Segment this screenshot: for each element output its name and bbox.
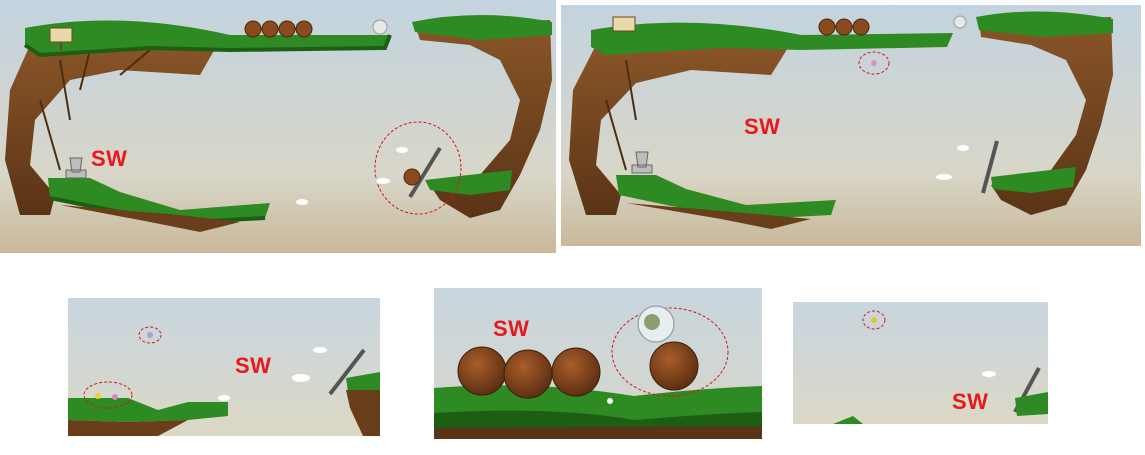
highlight-circle-2 — [83, 381, 133, 409]
scene-overview-1-graphic — [0, 0, 556, 253]
rock-arch-left — [569, 43, 791, 215]
highlight-circle — [858, 51, 890, 75]
detail-island: SW — [68, 298, 380, 436]
grass-ledge-top-right — [976, 11, 1113, 37]
boulders-row — [818, 18, 870, 36]
sw-label: SW — [91, 146, 128, 171]
rock-arch-left — [5, 40, 220, 215]
highlight-circle — [862, 310, 886, 330]
launcher-left — [65, 157, 87, 179]
robot-pod — [953, 15, 967, 29]
detail-cannon-graphic — [793, 302, 1048, 424]
sw-label: SW — [235, 353, 272, 378]
grass-island-right — [991, 167, 1076, 193]
scene-overview-2: SW — [561, 5, 1141, 246]
robot-pod — [372, 19, 388, 35]
sign-post — [612, 16, 636, 32]
cannon — [408, 146, 442, 199]
detail-boulders: SW — [434, 288, 762, 439]
grass-island-right — [1015, 392, 1048, 416]
boulder-single — [403, 168, 421, 186]
sw-label: SW — [493, 316, 530, 341]
grass-island-right — [346, 372, 380, 392]
grass-ledge-bottom-left — [616, 175, 836, 219]
highlight-circle — [611, 307, 729, 397]
scene-overview-1: SW — [0, 0, 556, 253]
highlight-circle — [374, 121, 462, 215]
grass-ledge — [68, 398, 228, 422]
grass-ledge-top-left — [25, 20, 390, 55]
detail-boulders-graphic — [434, 288, 762, 439]
scene-overview-2-graphic — [561, 5, 1141, 246]
rock-column-right — [979, 17, 1113, 215]
sw-label: SW — [952, 389, 989, 414]
grass-ledge-top-right — [412, 15, 552, 40]
launcher-left — [631, 151, 653, 174]
sw-label: SW — [744, 114, 781, 139]
cannon — [981, 140, 999, 194]
detail-island-graphic — [68, 298, 380, 436]
highlight-circle — [138, 326, 162, 344]
boulders-large — [457, 341, 699, 399]
grass-ledge-bottom-left — [48, 178, 270, 222]
detail-cannon: SW — [793, 302, 1048, 424]
grass-island-right — [425, 170, 512, 195]
sign-post — [49, 27, 73, 43]
boulders-row — [244, 20, 313, 38]
rock-column-right — [415, 20, 552, 218]
grass-ledge-top-left — [591, 22, 953, 55]
cannon — [328, 348, 366, 396]
